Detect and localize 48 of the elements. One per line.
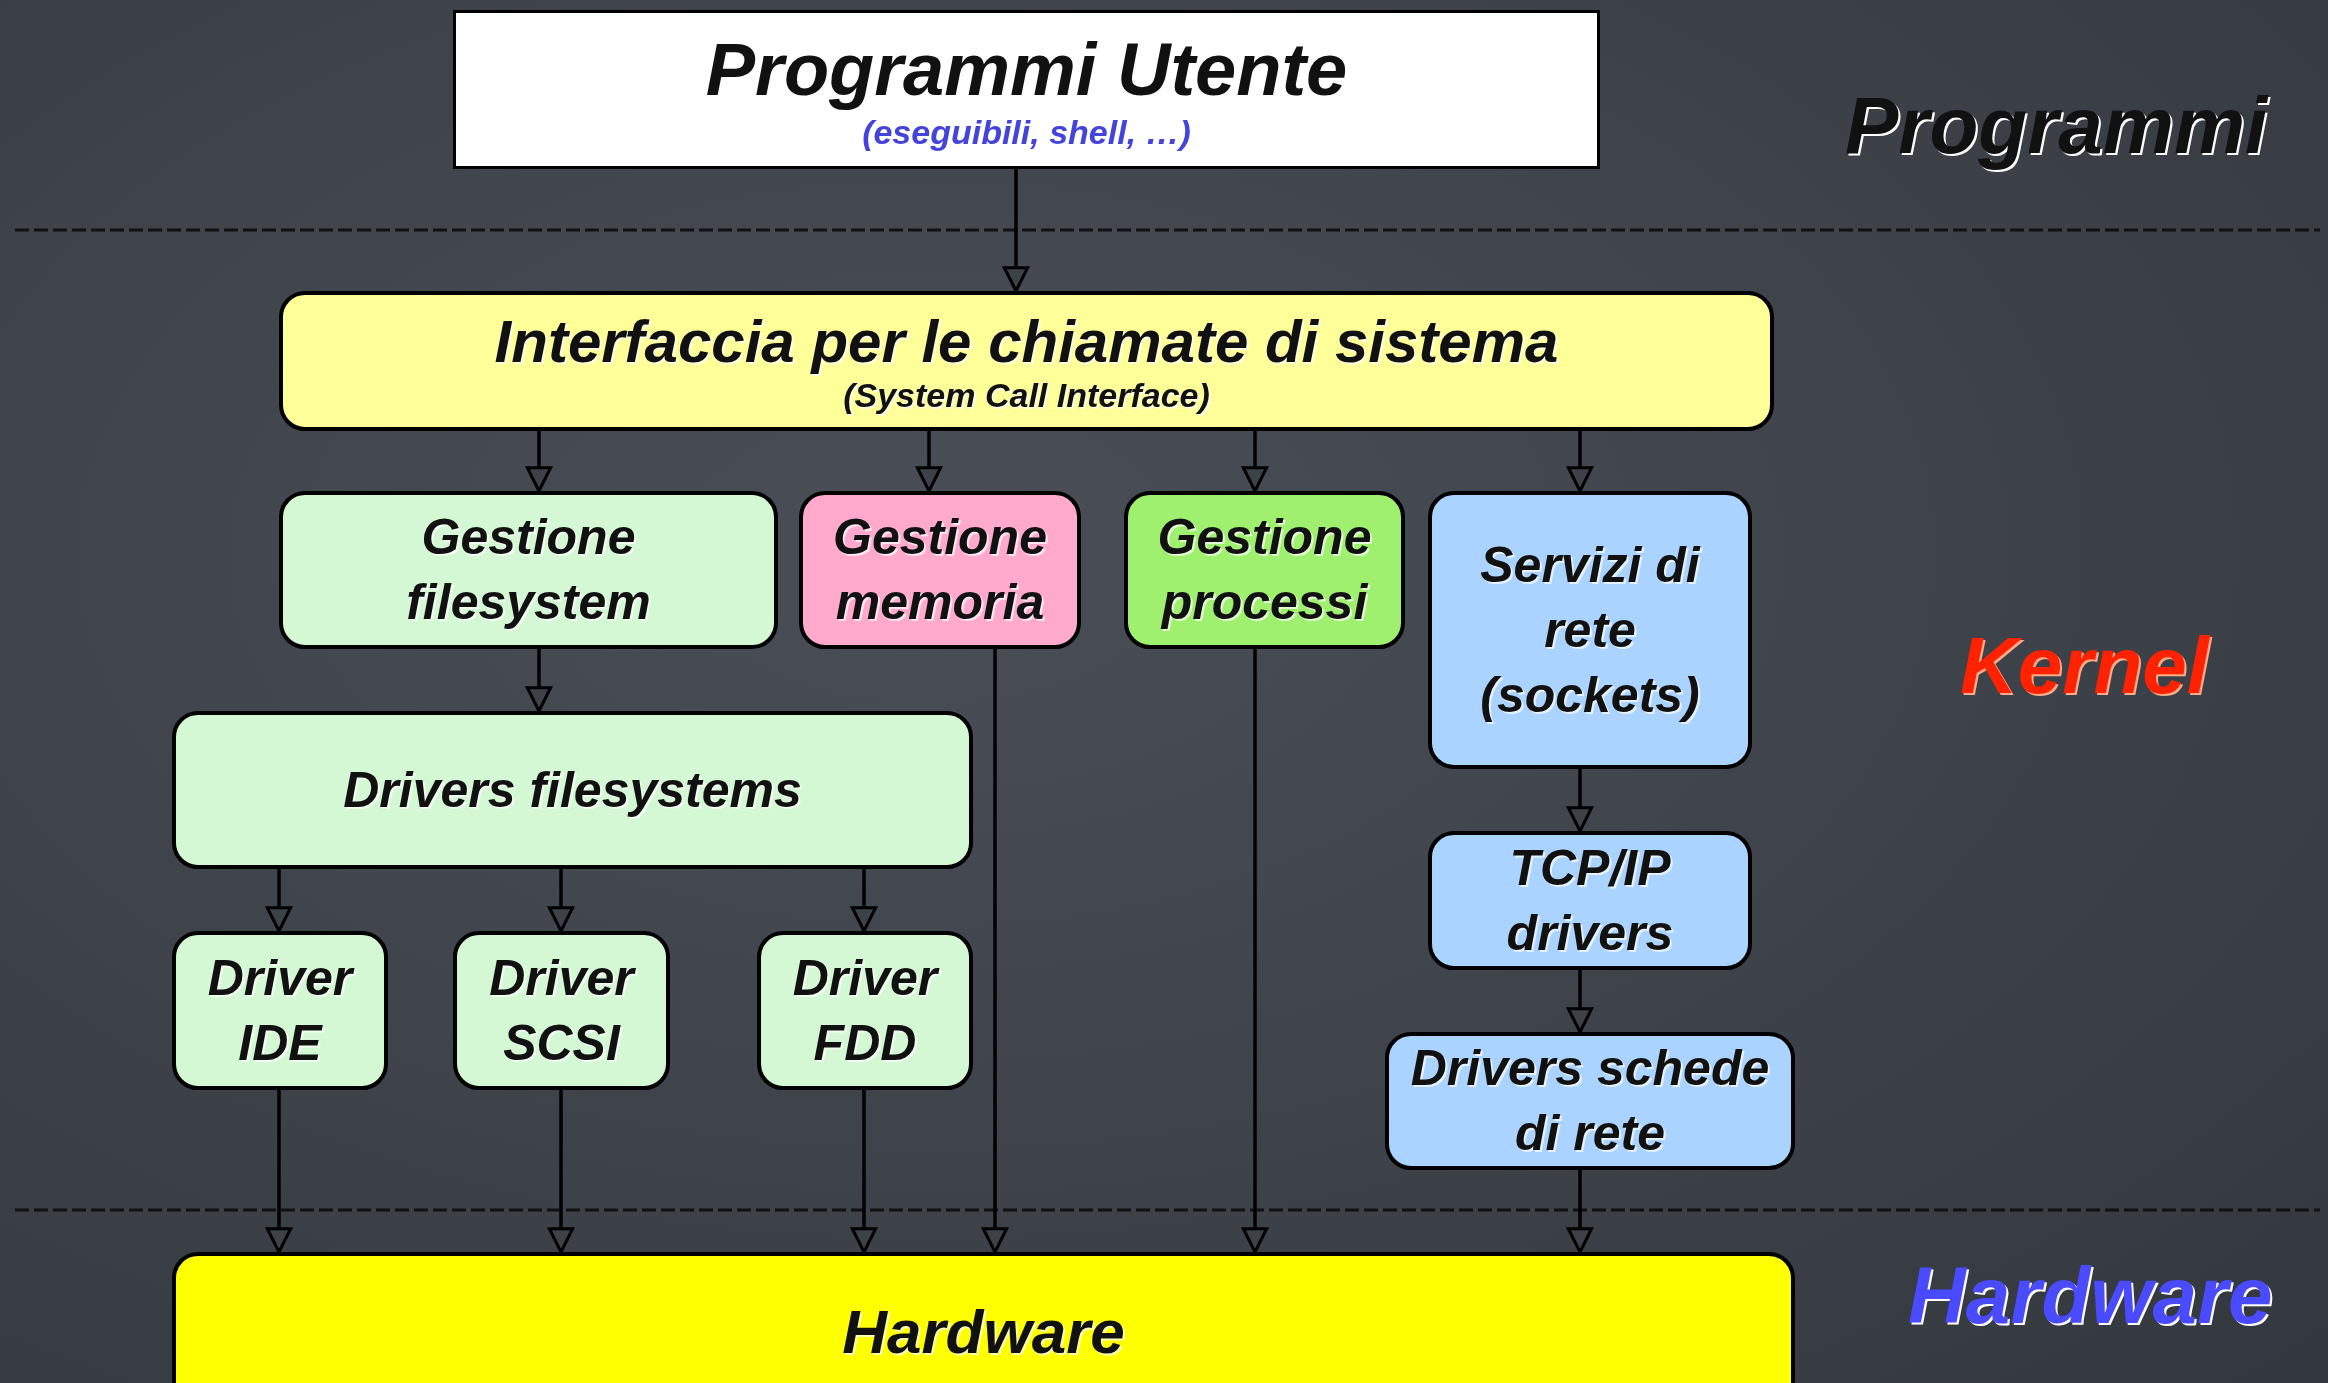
arrow (1241, 431, 1269, 493)
layer-label: Programmi (1845, 80, 2268, 172)
process-box (172, 711, 973, 869)
arrow (981, 649, 1009, 1254)
node-label: Programmi Utente (704, 27, 1349, 113)
node-label: Servizi di rete (sockets) (1479, 535, 1702, 725)
node-label: Interfaccia per le chiamate di sistema (493, 306, 1560, 376)
process-box (799, 491, 1081, 649)
programs-box (453, 10, 1600, 169)
arrow (1002, 169, 1030, 293)
arrow (1566, 1170, 1594, 1254)
arrow (915, 431, 943, 493)
layer-label: Hardware (1908, 1250, 2273, 1342)
node-label: Hardware (841, 1296, 1126, 1368)
arrow (1566, 769, 1594, 833)
node-label: Gestione processi (1156, 508, 1373, 632)
process-box (1385, 1032, 1795, 1170)
node-label: Gestione filesystem (405, 508, 652, 632)
node-label: Driver IDE (206, 948, 356, 1073)
node-label: TCP/IP drivers (1505, 838, 1675, 963)
process-box (757, 931, 973, 1090)
process-box (1428, 831, 1752, 970)
process-box (1428, 491, 1752, 769)
process-box (453, 931, 670, 1090)
arrow (1241, 649, 1269, 1254)
interface-box (279, 291, 1774, 431)
arrow (1566, 431, 1594, 493)
hardware-box (172, 1252, 1795, 1383)
process-box (172, 931, 388, 1090)
process-box (279, 491, 778, 649)
subtitle: (eseguibili, shell, …) (861, 112, 1192, 152)
node-label: Gestione memoria (832, 508, 1048, 632)
arrow (525, 431, 553, 493)
subtitle: (System Call Interface) (842, 375, 1211, 416)
arrow (547, 1090, 575, 1254)
node-label: Driver FDD (791, 948, 941, 1073)
process-box (1124, 491, 1405, 649)
node-label: Drivers filesystems (342, 760, 803, 820)
arrow (850, 869, 878, 933)
node-label: Drivers schede di rete (1409, 1039, 1771, 1163)
layer-label: Kernel (1960, 620, 2209, 712)
arrow (525, 649, 553, 713)
arrow (265, 869, 293, 933)
node-label: Driver SCSI (488, 948, 637, 1073)
arrow (547, 869, 575, 933)
arrow (1566, 970, 1594, 1034)
arrow (850, 1090, 878, 1254)
arrow (265, 1090, 293, 1254)
